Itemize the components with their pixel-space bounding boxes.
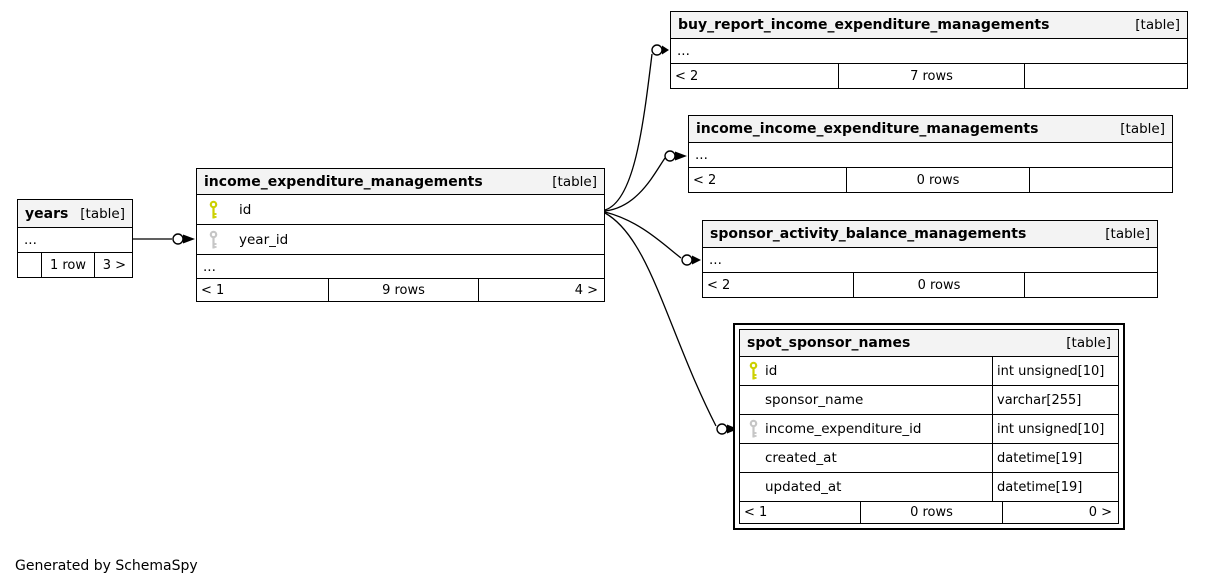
schemaspy-credit: Generated by SchemaSpy	[15, 558, 198, 574]
table-footer: < 2 0 rows	[703, 272, 1157, 297]
table-header[interactable]: sponsor_activity_balance_managements [tab…	[703, 221, 1157, 247]
table-node-sponsor_activity_balance_managements[interactable]: sponsor_activity_balance_managements [tab…	[702, 220, 1158, 298]
connector-odot	[716, 423, 728, 435]
more-columns-row: ...	[18, 227, 132, 252]
footer-parents-cell	[18, 253, 41, 277]
table-name: income_income_expenditure_managements	[696, 121, 1039, 137]
ellipsis-label: ...	[203, 258, 216, 275]
column-name: income_expenditure_id	[765, 421, 922, 437]
table-name: income_expenditure_managements	[204, 173, 483, 190]
table-node-income_expenditure_managements[interactable]: income_expenditure_managements [table] id y…	[196, 168, 605, 302]
footer-parents-cell: < 1	[201, 282, 225, 298]
connector-arrowhead	[183, 234, 195, 244]
footer-parents-cell: < 2	[693, 172, 717, 188]
more-columns-row: ...	[703, 247, 1157, 272]
connector-odot	[664, 150, 676, 162]
fk-connector-line	[604, 211, 682, 259]
fk-connector-line	[604, 53, 653, 211]
footer-rowcount-cell: 1 row	[41, 253, 94, 277]
table-node-spot_sponsor_names[interactable]: spot_sponsor_names [table] id int unsigned[…	[733, 323, 1125, 530]
connector-arrowhead	[692, 255, 701, 265]
footer-parents-cell: < 1	[744, 505, 768, 520]
column-row-updated_at: updated_at datetime[19]	[740, 472, 1118, 501]
table-node-buy_report_income_expenditure_managements[interactable]: buy_report_income_expenditure_management…	[670, 11, 1188, 89]
ellipsis-label: ...	[677, 43, 690, 59]
column-name: id	[765, 363, 778, 379]
footer-children-cell	[1024, 64, 1187, 88]
column-type: datetime[19]	[992, 473, 1118, 501]
footer-rowcount-cell: 9 rows	[328, 279, 478, 301]
column-type: int unsigned[10]	[992, 357, 1118, 385]
column-type: varchar[255]	[992, 386, 1118, 414]
table-name: sponsor_activity_balance_managements	[710, 226, 1027, 242]
table-tag: [table]	[552, 173, 597, 190]
table-name: buy_report_income_expenditure_management…	[678, 17, 1050, 33]
footer-children-cell: 0 >	[1002, 502, 1118, 523]
connector-arrowhead	[662, 45, 669, 55]
column-row-sponsor_name: sponsor_name varchar[255]	[740, 385, 1118, 414]
table-header[interactable]: income_expenditure_managements [table]	[197, 169, 604, 194]
table-tag: [table]	[1066, 335, 1111, 351]
primary-key-icon	[749, 361, 758, 381]
footer-rowcount-cell: 7 rows	[838, 64, 1024, 88]
table-name: spot_sponsor_names	[747, 335, 911, 351]
table-header[interactable]: spot_sponsor_names [table]	[740, 330, 1118, 356]
column-name: sponsor_name	[765, 392, 864, 408]
fk-connector-line	[604, 212, 717, 427]
column-name: updated_at	[765, 479, 842, 495]
footer-rowcount-cell: 0 rows	[846, 168, 1029, 192]
column-row-id: id	[197, 194, 604, 224]
footer-parents-cell: < 2	[675, 68, 699, 84]
connector-arrowhead	[727, 424, 738, 434]
column-type: int unsigned[10]	[992, 415, 1118, 443]
ellipsis-label: ...	[695, 147, 708, 163]
footer-parents-cell: < 2	[707, 277, 731, 293]
table-header[interactable]: income_income_expenditure_managements [ta…	[689, 116, 1172, 142]
foreign-key-icon	[209, 230, 218, 249]
table-tag: [table]	[80, 205, 125, 222]
connector-odot	[172, 233, 184, 245]
column-name: year_id	[239, 231, 289, 248]
table-footer: < 2 7 rows	[671, 63, 1187, 88]
table-node-income_income_expenditure_managements[interactable]: income_income_expenditure_managements [ta…	[688, 115, 1173, 193]
ellipsis-label: ...	[709, 252, 722, 268]
footer-children-cell	[1024, 273, 1157, 297]
footer-children-cell	[1029, 168, 1172, 192]
table-footer: < 2 0 rows	[689, 167, 1172, 192]
primary-key-icon	[209, 200, 218, 219]
column-row-income_expenditure_id: income_expenditure_id int unsigned[10]	[740, 414, 1118, 443]
table-header[interactable]: years [table]	[18, 200, 132, 227]
table-name: years	[25, 205, 69, 222]
footer-rowcount-cell: 0 rows	[853, 273, 1024, 297]
footer-children-cell: 3 >	[94, 253, 132, 277]
more-columns-row: ...	[197, 254, 604, 278]
table-tag: [table]	[1135, 17, 1180, 33]
column-name: created_at	[765, 450, 837, 466]
footer-rowcount-cell: 0 rows	[860, 502, 1002, 523]
column-name: id	[239, 201, 252, 218]
more-columns-row: ...	[671, 38, 1187, 63]
table-tag: [table]	[1120, 121, 1165, 137]
table-header[interactable]: buy_report_income_expenditure_management…	[671, 12, 1187, 38]
column-type: datetime[19]	[992, 444, 1118, 472]
more-columns-row: ...	[689, 142, 1172, 167]
fk-connector-line	[604, 157, 666, 212]
connector-odot	[681, 254, 693, 266]
column-row-year_id: year_id	[197, 224, 604, 254]
connector-odot	[651, 44, 663, 56]
connector-arrowhead	[675, 151, 687, 161]
footer-children-cell: 4 >	[478, 279, 604, 301]
column-row-id: id int unsigned[10]	[740, 356, 1118, 385]
ellipsis-label: ...	[24, 232, 37, 248]
column-row-created_at: created_at datetime[19]	[740, 443, 1118, 472]
foreign-key-icon	[749, 419, 758, 439]
table-tag: [table]	[1105, 226, 1150, 242]
